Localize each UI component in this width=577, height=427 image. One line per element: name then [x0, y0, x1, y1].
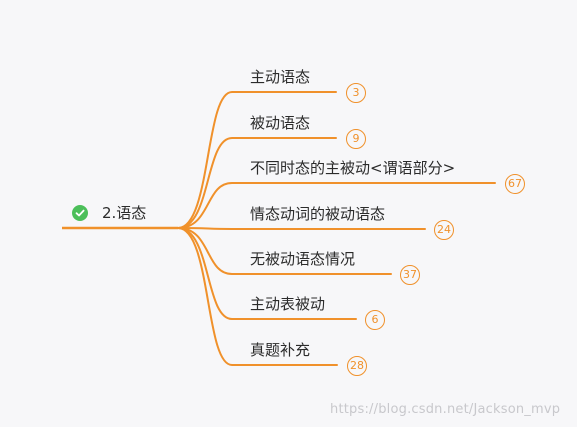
branch-node-label[interactable]: 不同时态的主被动<谓语部分> [250, 159, 456, 177]
child-count-badge[interactable]: 67 [505, 174, 525, 194]
branch-node-label[interactable]: 情态动词的被动语态 [250, 205, 386, 223]
branch-node-label[interactable]: 主动表被动 [250, 295, 326, 313]
branch-node-label[interactable]: 无被动语态情况 [250, 250, 356, 268]
root-label: 2.语态 [102, 204, 147, 222]
branch-node-label[interactable]: 被动语态 [250, 114, 311, 132]
watermark: https://blog.csdn.net/Jackson_mvp [330, 402, 561, 417]
child-count-badge[interactable]: 9 [346, 129, 366, 149]
branch-connector [177, 227, 338, 366]
branch-connector [177, 227, 426, 230]
root-node[interactable]: 2.语态 [72, 202, 146, 223]
child-count-badge[interactable]: 24 [434, 220, 454, 240]
child-count-badge[interactable]: 37 [400, 265, 420, 285]
branch-node-label[interactable]: 真题补充 [250, 341, 311, 359]
branch-connector [177, 182, 496, 229]
child-count-badge[interactable]: 6 [365, 310, 385, 330]
branch-connector [177, 91, 337, 229]
branch-connector [177, 137, 337, 229]
branch-connector [177, 227, 392, 275]
child-count-badge[interactable]: 28 [347, 356, 367, 376]
branch-connector [177, 227, 357, 320]
check-circle-icon [72, 204, 88, 221]
child-count-badge[interactable]: 3 [346, 83, 366, 103]
branch-node-label[interactable]: 主动语态 [250, 68, 311, 86]
